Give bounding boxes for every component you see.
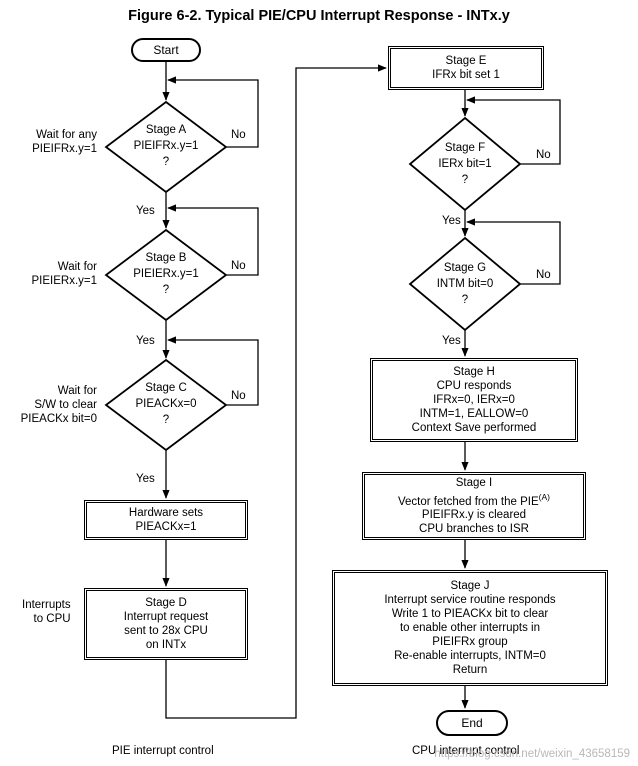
box-line: INTM=1, EALLOW=0	[419, 408, 529, 420]
stage-c-side-note: Wait for S/W to clear PIEACKx bit=0	[21, 384, 97, 426]
box-line: PIEACKx=1	[135, 521, 197, 533]
box-line: Stage E	[445, 55, 487, 67]
stage-f-text: Stage F IERx bit=1 ?	[420, 140, 510, 188]
box-line: Stage H	[453, 366, 495, 378]
loop-no-a	[167, 76, 259, 148]
side-note-line: to CPU	[33, 613, 71, 625]
figure-title: Figure 6-2. Typical PIE/CPU Interrupt Re…	[128, 8, 510, 24]
loop-no-c	[167, 336, 259, 406]
yes-label-f: Yes	[442, 215, 461, 227]
start-terminal: Start	[131, 38, 201, 62]
stage-b-question: ?	[162, 284, 170, 296]
stage-a-side-note: Wait for any PIEIFRx.y=1	[32, 128, 97, 156]
connector-d-to-e	[165, 64, 387, 719]
yes-label-g: Yes	[442, 335, 461, 347]
hardware-sets-box: Hardware sets PIEACKx=1	[84, 500, 248, 540]
side-note-line: PIEACKx bit=0	[20, 413, 97, 425]
stage-f-name: Stage F	[444, 142, 486, 154]
stage-e-box: Stage E IFRx bit set 1	[388, 46, 544, 90]
box-line: PIEIFRx.y is cleared	[421, 509, 527, 522]
box-line: Interrupt service routine responds	[384, 594, 556, 606]
box-line: IFRx=0, IERx=0	[433, 394, 515, 406]
stage-d-box: Stage D Interrupt request sent to 28x CP…	[84, 588, 248, 660]
no-label-g: No	[536, 269, 551, 281]
stage-g-name: Stage G	[443, 262, 487, 274]
stage-g-question: ?	[461, 294, 469, 306]
box-line: CPU responds	[436, 380, 512, 392]
box-line: Hardware sets	[128, 507, 204, 519]
box-line: Context Save performed	[411, 422, 537, 434]
end-terminal: End	[436, 710, 508, 736]
box-line: Interrupt request	[123, 611, 209, 623]
box-line: Stage D	[145, 597, 187, 609]
box-line: sent to 28x CPU	[124, 625, 208, 637]
side-note-line: Wait for any	[36, 129, 97, 141]
box-line: Write 1 to PIEACKx bit to clear	[391, 608, 549, 620]
box-line: Vector fetched from the PIE(A)	[398, 490, 550, 509]
start-label: Start	[153, 43, 179, 57]
stage-f-question: ?	[461, 174, 469, 186]
loop-no-f	[466, 96, 561, 165]
side-note-line: PIEIFRx.y=1	[32, 143, 97, 155]
stage-d-side-note: Interrupts to CPU	[22, 598, 71, 626]
stage-b-side-note: Wait for PIEIERx.y=1	[31, 260, 97, 288]
stage-a-condition: PIEIFRx.y=1	[133, 140, 199, 152]
stage-c-text: Stage C PIEACKx=0 ?	[121, 380, 211, 428]
footnote-marker: (A)	[538, 491, 550, 502]
side-note-line: PIEIERx.y=1	[31, 275, 97, 287]
no-label-c: No	[231, 390, 246, 402]
footer-cpu-control: CPU interrupt control	[412, 745, 520, 757]
yes-label-b: Yes	[136, 335, 155, 347]
side-note-line: Interrupts	[22, 599, 71, 611]
box-line: to enable other interrupts in	[399, 622, 540, 634]
box-line: IFRx bit set 1	[432, 69, 500, 81]
vector-fetched-text: Vector fetched from the PIE	[398, 495, 539, 508]
stage-c-question: ?	[162, 414, 170, 426]
stage-c-name: Stage C	[145, 382, 187, 394]
box-line: Re-enable interrupts, INTM=0	[394, 650, 546, 662]
stage-g-text: Stage G INTM bit=0 ?	[420, 260, 510, 308]
box-line: on INTx	[145, 639, 187, 651]
stage-i-box: Stage I Vector fetched from the PIE(A) P…	[362, 472, 586, 540]
no-label-b: No	[231, 260, 246, 272]
stage-j-box: Stage J Interrupt service routine respon…	[332, 570, 608, 686]
side-note-line: Wait for	[57, 385, 97, 397]
no-label-a: No	[231, 129, 246, 141]
stage-g-condition: INTM bit=0	[436, 278, 494, 290]
stage-a-name: Stage A	[145, 124, 187, 136]
stage-a-question: ?	[162, 156, 170, 168]
yes-label-c: Yes	[136, 473, 155, 485]
loop-no-b	[167, 204, 259, 276]
box-line: PIEIFRx group	[432, 636, 508, 648]
stage-c-condition: PIEACKx=0	[135, 398, 197, 410]
box-line: Stage J	[450, 580, 490, 592]
loop-no-g	[466, 218, 561, 285]
stage-f-condition: IERx bit=1	[438, 158, 492, 170]
box-line: CPU branches to ISR	[419, 523, 529, 536]
stage-b-name: Stage B	[145, 252, 187, 264]
box-line: Return	[452, 664, 488, 676]
watermark-text: https://blog.csdn.net/weixin_43658159	[434, 748, 630, 760]
stage-b-condition: PIEIERx.y=1	[133, 268, 199, 280]
footer-pie-control: PIE interrupt control	[112, 745, 214, 757]
stage-h-box: Stage H CPU responds IFRx=0, IERx=0 INTM…	[370, 358, 578, 442]
side-note-line: S/W to clear	[34, 399, 97, 411]
stage-b-text: Stage B PIEIERx.y=1 ?	[121, 250, 211, 298]
no-label-f: No	[536, 149, 551, 161]
stage-a-text: Stage A PIEIFRx.y=1 ?	[121, 122, 211, 170]
yes-label-a: Yes	[136, 205, 155, 217]
end-label: End	[461, 716, 483, 730]
box-line: Stage I	[455, 476, 493, 489]
side-note-line: Wait for	[57, 261, 97, 273]
